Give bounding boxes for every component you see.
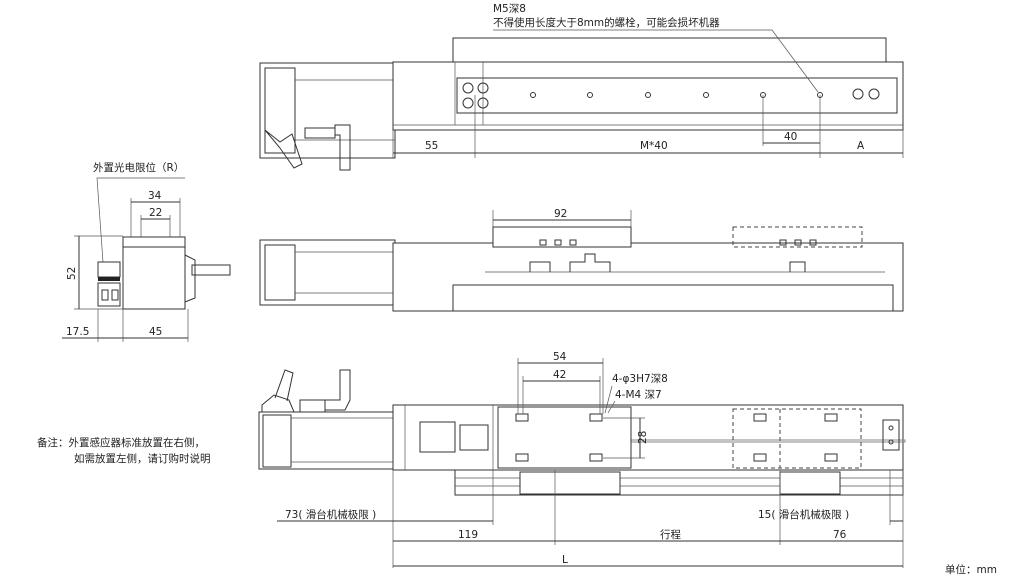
dim-52: 52: [66, 267, 78, 280]
dim-92: 92: [554, 208, 567, 220]
side-top-plate: [122, 236, 186, 248]
front-view: 92: [259, 208, 904, 312]
end-cap: [882, 419, 900, 451]
sensor-leader: [96, 177, 185, 263]
sensor-label: 外置光电限位（R）: [93, 161, 184, 174]
slider-front: [492, 226, 632, 248]
hole-spec-pin: 4-φ3H7深8: [612, 373, 668, 385]
dim-42: 42: [553, 369, 566, 381]
dim-45: 45: [149, 326, 162, 338]
base-profile: [452, 284, 894, 312]
corner-screws: [462, 82, 880, 109]
dim-m40: M*40: [640, 140, 668, 152]
note-bolt-warning: 不得使用长度大于8mm的螺栓，可能会损坏机器: [493, 16, 720, 29]
sensor-bracket: [304, 124, 351, 171]
slider-bottom-alt: [732, 408, 862, 469]
motor-top: [259, 62, 396, 159]
limit-left: 73( 滑台机械极限 ): [285, 508, 376, 521]
body-front: [392, 242, 904, 312]
dim-119: 119: [458, 529, 478, 541]
sensor-arm: [264, 129, 303, 169]
top-view: M5深8 不得使用长度大于8mm的螺栓，可能会损坏机器 55 M*40 40 A: [259, 3, 904, 171]
remark-line1: 备注：外置感应器标准放置在右侧，: [37, 436, 205, 449]
limit-right: 15( 滑台机械极限 ): [758, 508, 849, 521]
sensor-mount: [97, 282, 121, 307]
dim-17-5: 17.5: [66, 326, 89, 338]
dim-55: 55: [425, 140, 438, 152]
dim-28: 28: [637, 431, 649, 444]
remark: 备注：外置感应器标准放置在右侧， 如需放置左侧，请订购时说明: [37, 436, 211, 465]
coupling: [419, 421, 456, 453]
leader-line: [493, 29, 819, 93]
motor-front: [259, 239, 396, 306]
body-bottom: [392, 404, 904, 471]
slider-bottom: [497, 406, 632, 469]
sensor-bracket-bottom: [299, 369, 351, 413]
side-view: 外置光电限位（R） 34 22 52 17.5 45: [62, 161, 231, 342]
dim-76: 76: [833, 529, 847, 541]
dim-22: 22: [149, 207, 162, 219]
dim-stroke: 行程: [660, 528, 681, 541]
motor-flange: [264, 67, 296, 154]
motor-bottom: [258, 411, 395, 470]
dim-l: L: [562, 554, 568, 566]
side-body: [122, 246, 186, 310]
sensor: [97, 261, 121, 278]
hole-spec-thread: 4-M4 深7: [615, 389, 662, 401]
dim-40: 40: [784, 131, 797, 143]
mounting-plate: [456, 77, 898, 114]
cover-outline: [452, 37, 887, 62]
unit-label: 单位：mm: [945, 563, 997, 576]
slider-front-alt: [732, 226, 863, 248]
slider-alt-holes: [753, 413, 838, 462]
dim-34: 34: [148, 190, 162, 202]
cable: [191, 264, 231, 276]
body-top: [392, 61, 904, 131]
bottom-view: 54 42 4-φ3H7深8 4-M4 深7 28 73( 滑台机械极限 ) 1…: [258, 351, 906, 568]
remark-line2: 如需放置左侧，请订购时说明: [74, 452, 211, 465]
note-m5: M5深8: [493, 3, 526, 15]
dim-54: 54: [553, 351, 567, 363]
dim-a: A: [857, 140, 865, 152]
slider-holes: [515, 413, 603, 462]
sensor-arm-bottom: [261, 369, 295, 413]
